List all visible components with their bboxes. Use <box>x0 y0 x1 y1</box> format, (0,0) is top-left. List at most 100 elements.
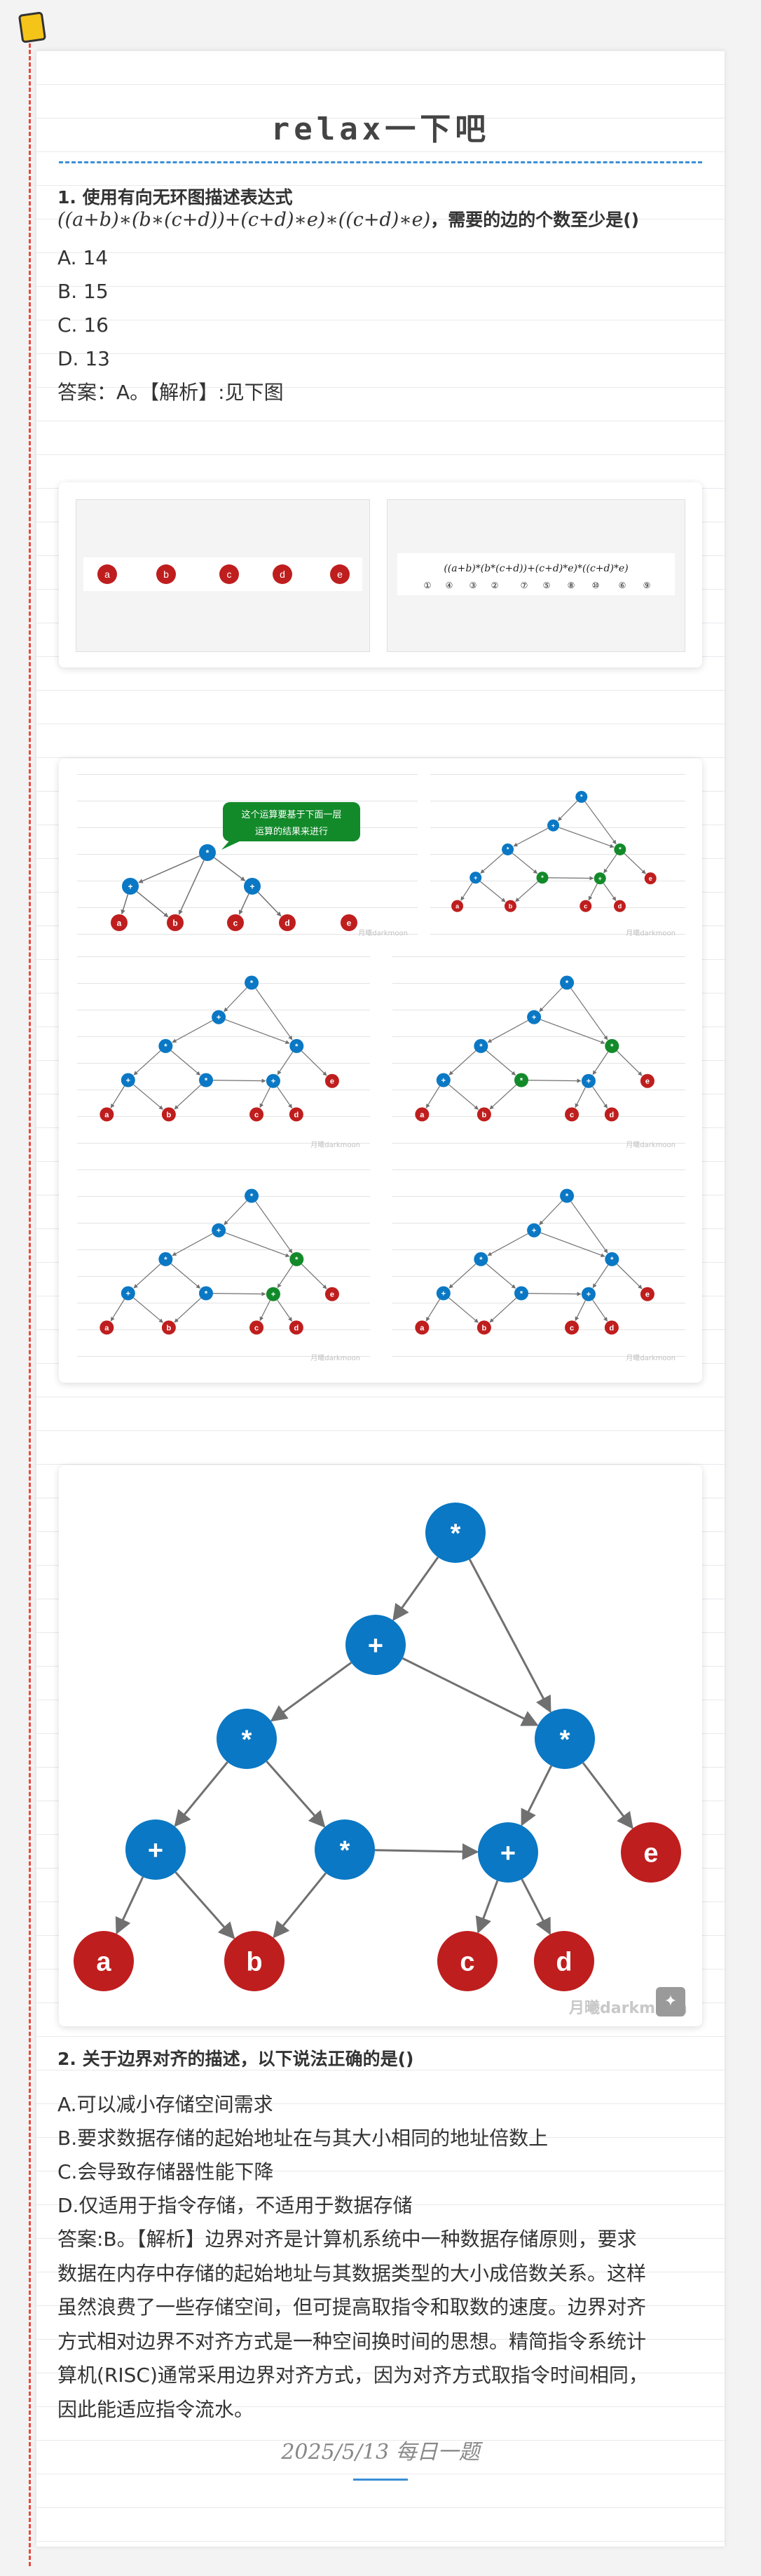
svg-text:*: * <box>164 1256 167 1264</box>
node-n4: * <box>605 1252 619 1266</box>
node-n6: * <box>199 1286 213 1301</box>
node-n11: c <box>437 1931 498 1991</box>
node-n9: a <box>111 914 128 931</box>
edge-n3-n5 <box>448 1050 477 1076</box>
svg-text:*: * <box>340 1836 350 1866</box>
node-n8: e <box>644 872 657 885</box>
edge-n4-n7 <box>277 1264 294 1289</box>
magic-wand-icon[interactable]: ✦ <box>656 1987 685 2016</box>
node-n11: c <box>565 1320 580 1335</box>
edge-n3-n6 <box>170 1263 201 1289</box>
svg-text:+: + <box>271 1291 275 1299</box>
svg-text:+: + <box>128 881 132 891</box>
svg-text:*: * <box>520 1076 523 1085</box>
edge-n3-n6 <box>266 1761 326 1828</box>
svg-text:*: * <box>250 979 254 987</box>
node-n9: a <box>415 1107 430 1122</box>
svg-text:a: a <box>96 1948 111 1977</box>
node-n1: * <box>245 975 259 990</box>
question-1-suffix: ，需要的边的个数至少是() <box>430 210 640 230</box>
edge-n2-n3 <box>513 827 549 847</box>
svg-text:e: e <box>330 1291 334 1299</box>
node-n9: a <box>100 1320 114 1335</box>
node-n9: a <box>415 1320 430 1335</box>
edge-n7-n11 <box>575 1087 586 1109</box>
leaf-node-e: e <box>330 564 350 584</box>
edge-n3-n6 <box>486 1050 516 1076</box>
node-n8: e <box>341 914 357 931</box>
edge-n7-n11 <box>475 1880 499 1934</box>
edge-n4-n8 <box>301 1050 327 1076</box>
leaf-nodes-row: a b c d e <box>83 557 362 591</box>
step-watermark: 月曦darkmoon <box>358 928 408 937</box>
node-n4: * <box>614 843 626 855</box>
node-n2: + <box>547 819 560 832</box>
edge-n4-n8 <box>301 1263 327 1289</box>
edge-n4-n8 <box>624 853 646 874</box>
svg-text:a: a <box>455 903 460 910</box>
svg-text:a: a <box>104 1111 109 1119</box>
node-n1: * <box>560 1188 575 1203</box>
question-1-option-c: C. 16 <box>57 313 109 337</box>
svg-text:c: c <box>570 1111 574 1119</box>
svg-text:e: e <box>649 875 652 882</box>
edge-n1-n4 <box>255 988 293 1040</box>
svg-text:+: + <box>500 1839 516 1869</box>
formula-panel: ((a+b)*(b*(c+d))+(c+d)*e)*((c+d)*e) ① ④ … <box>387 499 685 652</box>
edge-n7-n12 <box>592 1299 608 1322</box>
edge-n7-n12 <box>257 892 282 917</box>
edge-n3-n5 <box>133 1050 161 1076</box>
svg-text:+: + <box>249 881 254 891</box>
svg-text:e: e <box>645 1291 650 1299</box>
node-n11: c <box>227 914 244 931</box>
node-n6: * <box>199 1073 213 1087</box>
question-2-answer-line-4: 方式相对边界不对齐方式是一种空间换时间的思想。精简指令系统计 <box>57 2329 647 2353</box>
svg-text:+: + <box>217 1227 221 1235</box>
node-n8: e <box>640 1287 654 1301</box>
svg-text:b: b <box>172 918 177 928</box>
svg-text:b: b <box>509 903 513 910</box>
svg-text:e: e <box>330 1078 334 1086</box>
formula-mark-3: ③ <box>469 581 477 590</box>
node-n8: e <box>324 1287 339 1301</box>
formula-mark-9: ⑥ <box>619 581 626 590</box>
question-1-answer: 答案：A。【解析】:见下图 <box>57 381 284 404</box>
svg-text:*: * <box>479 1043 483 1051</box>
node-n7: + <box>266 1287 280 1301</box>
node-n12: d <box>289 1320 303 1335</box>
node-n11: c <box>249 1107 264 1122</box>
node-n7: + <box>581 1073 596 1088</box>
svg-text:e: e <box>645 1078 650 1086</box>
edge-n4-n8 <box>617 1263 643 1289</box>
svg-text:*: * <box>565 979 569 987</box>
svg-text:b: b <box>482 1324 487 1332</box>
edge-n6-n10 <box>178 860 205 915</box>
edge-n4-n7 <box>592 1051 609 1076</box>
edge-n1-n2 <box>557 801 578 821</box>
svg-text:+: + <box>441 1289 446 1298</box>
svg-text:*: * <box>520 1289 523 1298</box>
svg-text:*: * <box>560 1726 570 1755</box>
formula-mark-1: ① <box>424 581 432 590</box>
svg-text:+: + <box>587 1291 591 1299</box>
node-n7: + <box>244 878 261 895</box>
edge-n7-n11 <box>575 1300 586 1322</box>
svg-text:d: d <box>618 903 622 910</box>
svg-text:b: b <box>167 1111 172 1119</box>
edge-n1-n2 <box>539 987 563 1012</box>
edge-n6-n10 <box>515 881 539 902</box>
edge-n6-n10 <box>174 1297 202 1323</box>
svg-text:+: + <box>551 822 555 829</box>
question-2-heading: 2. 关于边界对齐的描述，以下说法正确的是() <box>57 2049 414 2069</box>
lined-paper: relax一下吧 1. 使用有向无环图描述表达式 ((a+b)∗(b∗(c+d)… <box>36 50 725 2547</box>
svg-text:*: * <box>206 848 210 857</box>
edge-n7-n11 <box>238 893 249 915</box>
edge-n7-n12 <box>277 1086 293 1109</box>
node-n4: * <box>289 1038 304 1053</box>
